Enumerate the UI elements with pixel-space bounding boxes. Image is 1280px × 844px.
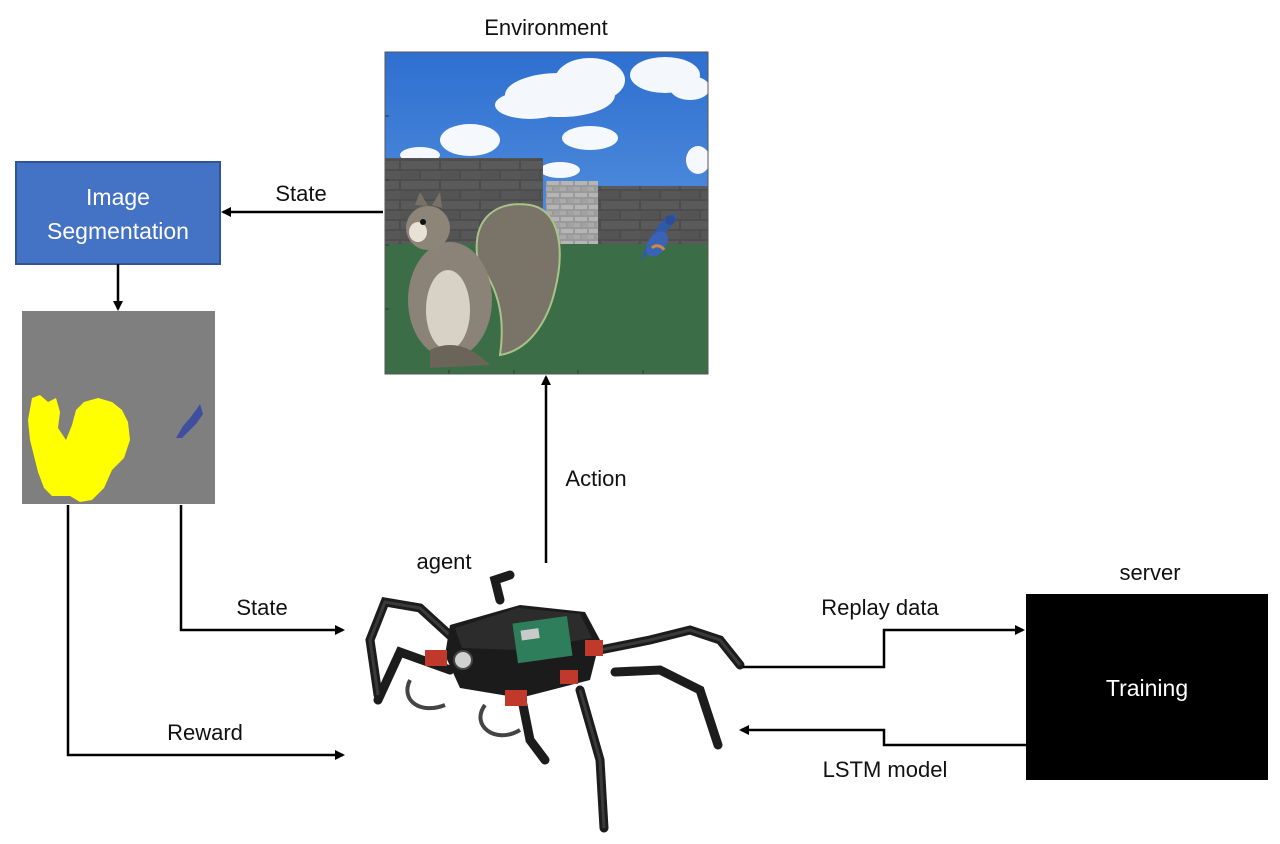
image-segmentation-box: Image Segmentation bbox=[15, 161, 221, 265]
image-segmentation-label-line1: Image bbox=[86, 184, 150, 210]
state-label-top: State bbox=[275, 181, 326, 206]
reward-arrow bbox=[66, 505, 345, 760]
hexapod-robot-image bbox=[365, 570, 745, 833]
lstm-model-arrow bbox=[739, 725, 1026, 747]
state-label-bottom: State bbox=[236, 595, 287, 620]
server-label: server bbox=[1119, 560, 1180, 585]
replay-data-label: Replay data bbox=[821, 595, 939, 620]
reward-label: Reward bbox=[167, 720, 243, 745]
state-arrow-bottom bbox=[179, 505, 345, 635]
lstm-model-label: LSTM model bbox=[823, 757, 948, 782]
action-label: Action bbox=[565, 466, 626, 491]
environment-title: Environment bbox=[484, 15, 608, 40]
server-training-box: Training bbox=[1026, 594, 1268, 780]
training-label: Training bbox=[1106, 675, 1188, 701]
segmentation-mask-image bbox=[22, 311, 215, 504]
image-segmentation-label-line2: Segmentation bbox=[47, 218, 189, 244]
agent-label: agent bbox=[416, 549, 471, 574]
environment-image bbox=[384, 51, 710, 375]
replay-data-arrow bbox=[743, 625, 1025, 669]
